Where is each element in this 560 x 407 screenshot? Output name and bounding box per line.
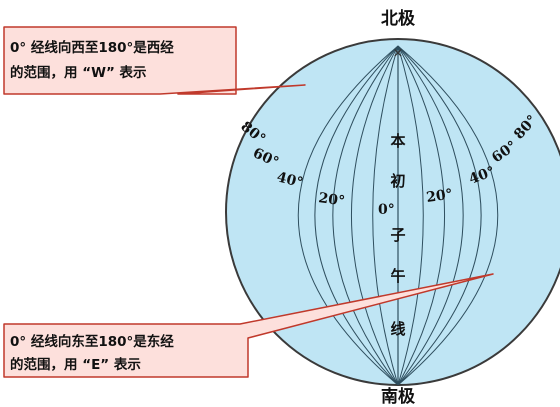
callout-west-box (3, 26, 306, 95)
west-label-20: 20° (317, 190, 345, 210)
prime-meridian-char-4: 午 (390, 267, 405, 285)
north-pole-marker: × (393, 46, 404, 61)
meridian-line (397, 45, 424, 385)
meridian-line (397, 45, 464, 385)
meridian-line (350, 45, 399, 385)
prime-meridian-char-5: 线 (390, 320, 405, 338)
prime-meridian-char-2: 初 (390, 172, 405, 190)
callout-east-box (3, 273, 494, 378)
meridian-line (314, 45, 399, 385)
prime-meridian-char-3: 子 (390, 226, 405, 244)
callout-west-line1: 0° 经线向西至180°是西经 (10, 39, 174, 56)
callout-east: 0° 经线向东至180°是东经 的范围，用 “E” 表示 (3, 273, 494, 378)
callout-east-line2: 的范围，用 “E” 表示 (10, 356, 141, 373)
meridian-line (297, 45, 399, 385)
meridian-line (372, 45, 399, 385)
meridian-line (397, 45, 482, 385)
meridian-line (397, 45, 499, 385)
meridian-lines (297, 45, 499, 385)
north-pole-label: 北极 (381, 9, 415, 29)
meridian-line (397, 45, 446, 385)
callout-west: 0° 经线向西至180°是西经 的范围，用 “W” 表示 (3, 26, 306, 95)
east-label-20: 20° (425, 186, 453, 206)
south-pole-label: 南极 (381, 386, 415, 407)
callout-west-line2: 的范围，用 “W” 表示 (10, 64, 147, 81)
callout-east-line1: 0° 经线向东至180°是东经 (10, 333, 174, 350)
meridian-line (332, 45, 399, 385)
center-label-0: 0° (378, 202, 395, 218)
west-label-40: 40° (275, 169, 305, 191)
prime-meridian-char-1: 本 (390, 132, 405, 150)
